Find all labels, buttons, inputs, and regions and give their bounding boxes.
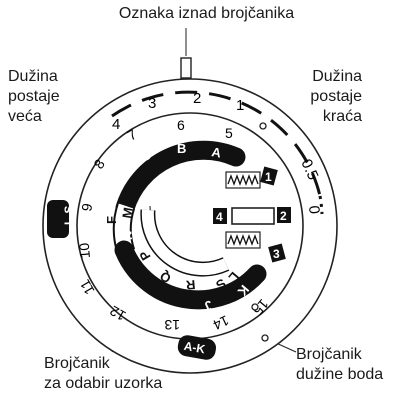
zigzag-pattern-bottom (227, 234, 259, 246)
letter-band-pqr-arc-inner (141, 209, 229, 276)
pattern-letter: M (119, 206, 136, 219)
length-label-2: 2 (193, 90, 201, 107)
pattern-number: 6 (177, 117, 185, 133)
length-label-3: 3 (148, 95, 156, 112)
pattern-number: 5 (225, 125, 233, 141)
outer-ring-marker (261, 334, 269, 342)
pattern-number: 13 (164, 317, 180, 333)
label-length-longer: Dužina postaje veća (8, 68, 60, 125)
badge-a-k (177, 335, 217, 360)
badge-3-label: 3 (273, 247, 280, 261)
badge-l-s (47, 200, 69, 238)
pattern-number: 10 (76, 242, 93, 259)
pattern-number: 12 (107, 303, 129, 325)
length-scale-arc (111, 90, 322, 197)
badge-2-label: 2 (280, 209, 287, 223)
badge-4 (213, 208, 227, 224)
length-label-0: 0 (305, 205, 323, 215)
pattern-number: 14 (210, 312, 231, 333)
letter-band-upper (115, 140, 246, 218)
badge-4-label: 4 (216, 210, 223, 224)
top-mark-icon (180, 57, 192, 79)
pattern-letter: O (120, 244, 138, 259)
pattern-letter: N (119, 230, 135, 241)
inner-ring-marker (251, 303, 259, 311)
pattern-number: 9 (78, 202, 95, 213)
pattern-letter: F (104, 216, 119, 224)
label-pattern-dial: Brojčanik za odabir uzorka (44, 355, 163, 392)
straight-symbol (231, 207, 275, 225)
label-mark-above-dial: Oznaka iznad brojčanika (118, 5, 295, 22)
length-label-1: 1 (236, 97, 244, 114)
pattern-letter: A (210, 144, 222, 161)
pattern-letter: E (104, 192, 120, 203)
badge-a-k-label: A-K (183, 339, 207, 357)
pattern-letter: R (185, 277, 196, 293)
label-length-shorter: Dužina postaje kraća (310, 68, 362, 125)
pattern-letter: G (102, 255, 119, 269)
label-stitch-length-dial: Brojčanik dužine boda (296, 346, 384, 383)
length-scale-marker (259, 122, 267, 130)
badge-3 (268, 243, 286, 263)
length-scale-arc-end (318, 195, 324, 215)
pattern-letter: B (177, 141, 186, 156)
badge-2 (277, 207, 291, 223)
badge-1-label: 1 (265, 170, 272, 184)
pattern-number: 11 (76, 277, 97, 298)
length-label-4: 4 (112, 116, 120, 133)
badge-1 (260, 166, 278, 186)
badge-l-s-label: L-S (62, 206, 76, 225)
zigzag-pattern-top (227, 174, 259, 186)
pattern-letter: I (153, 299, 160, 314)
letter-band-lower (114, 240, 267, 310)
